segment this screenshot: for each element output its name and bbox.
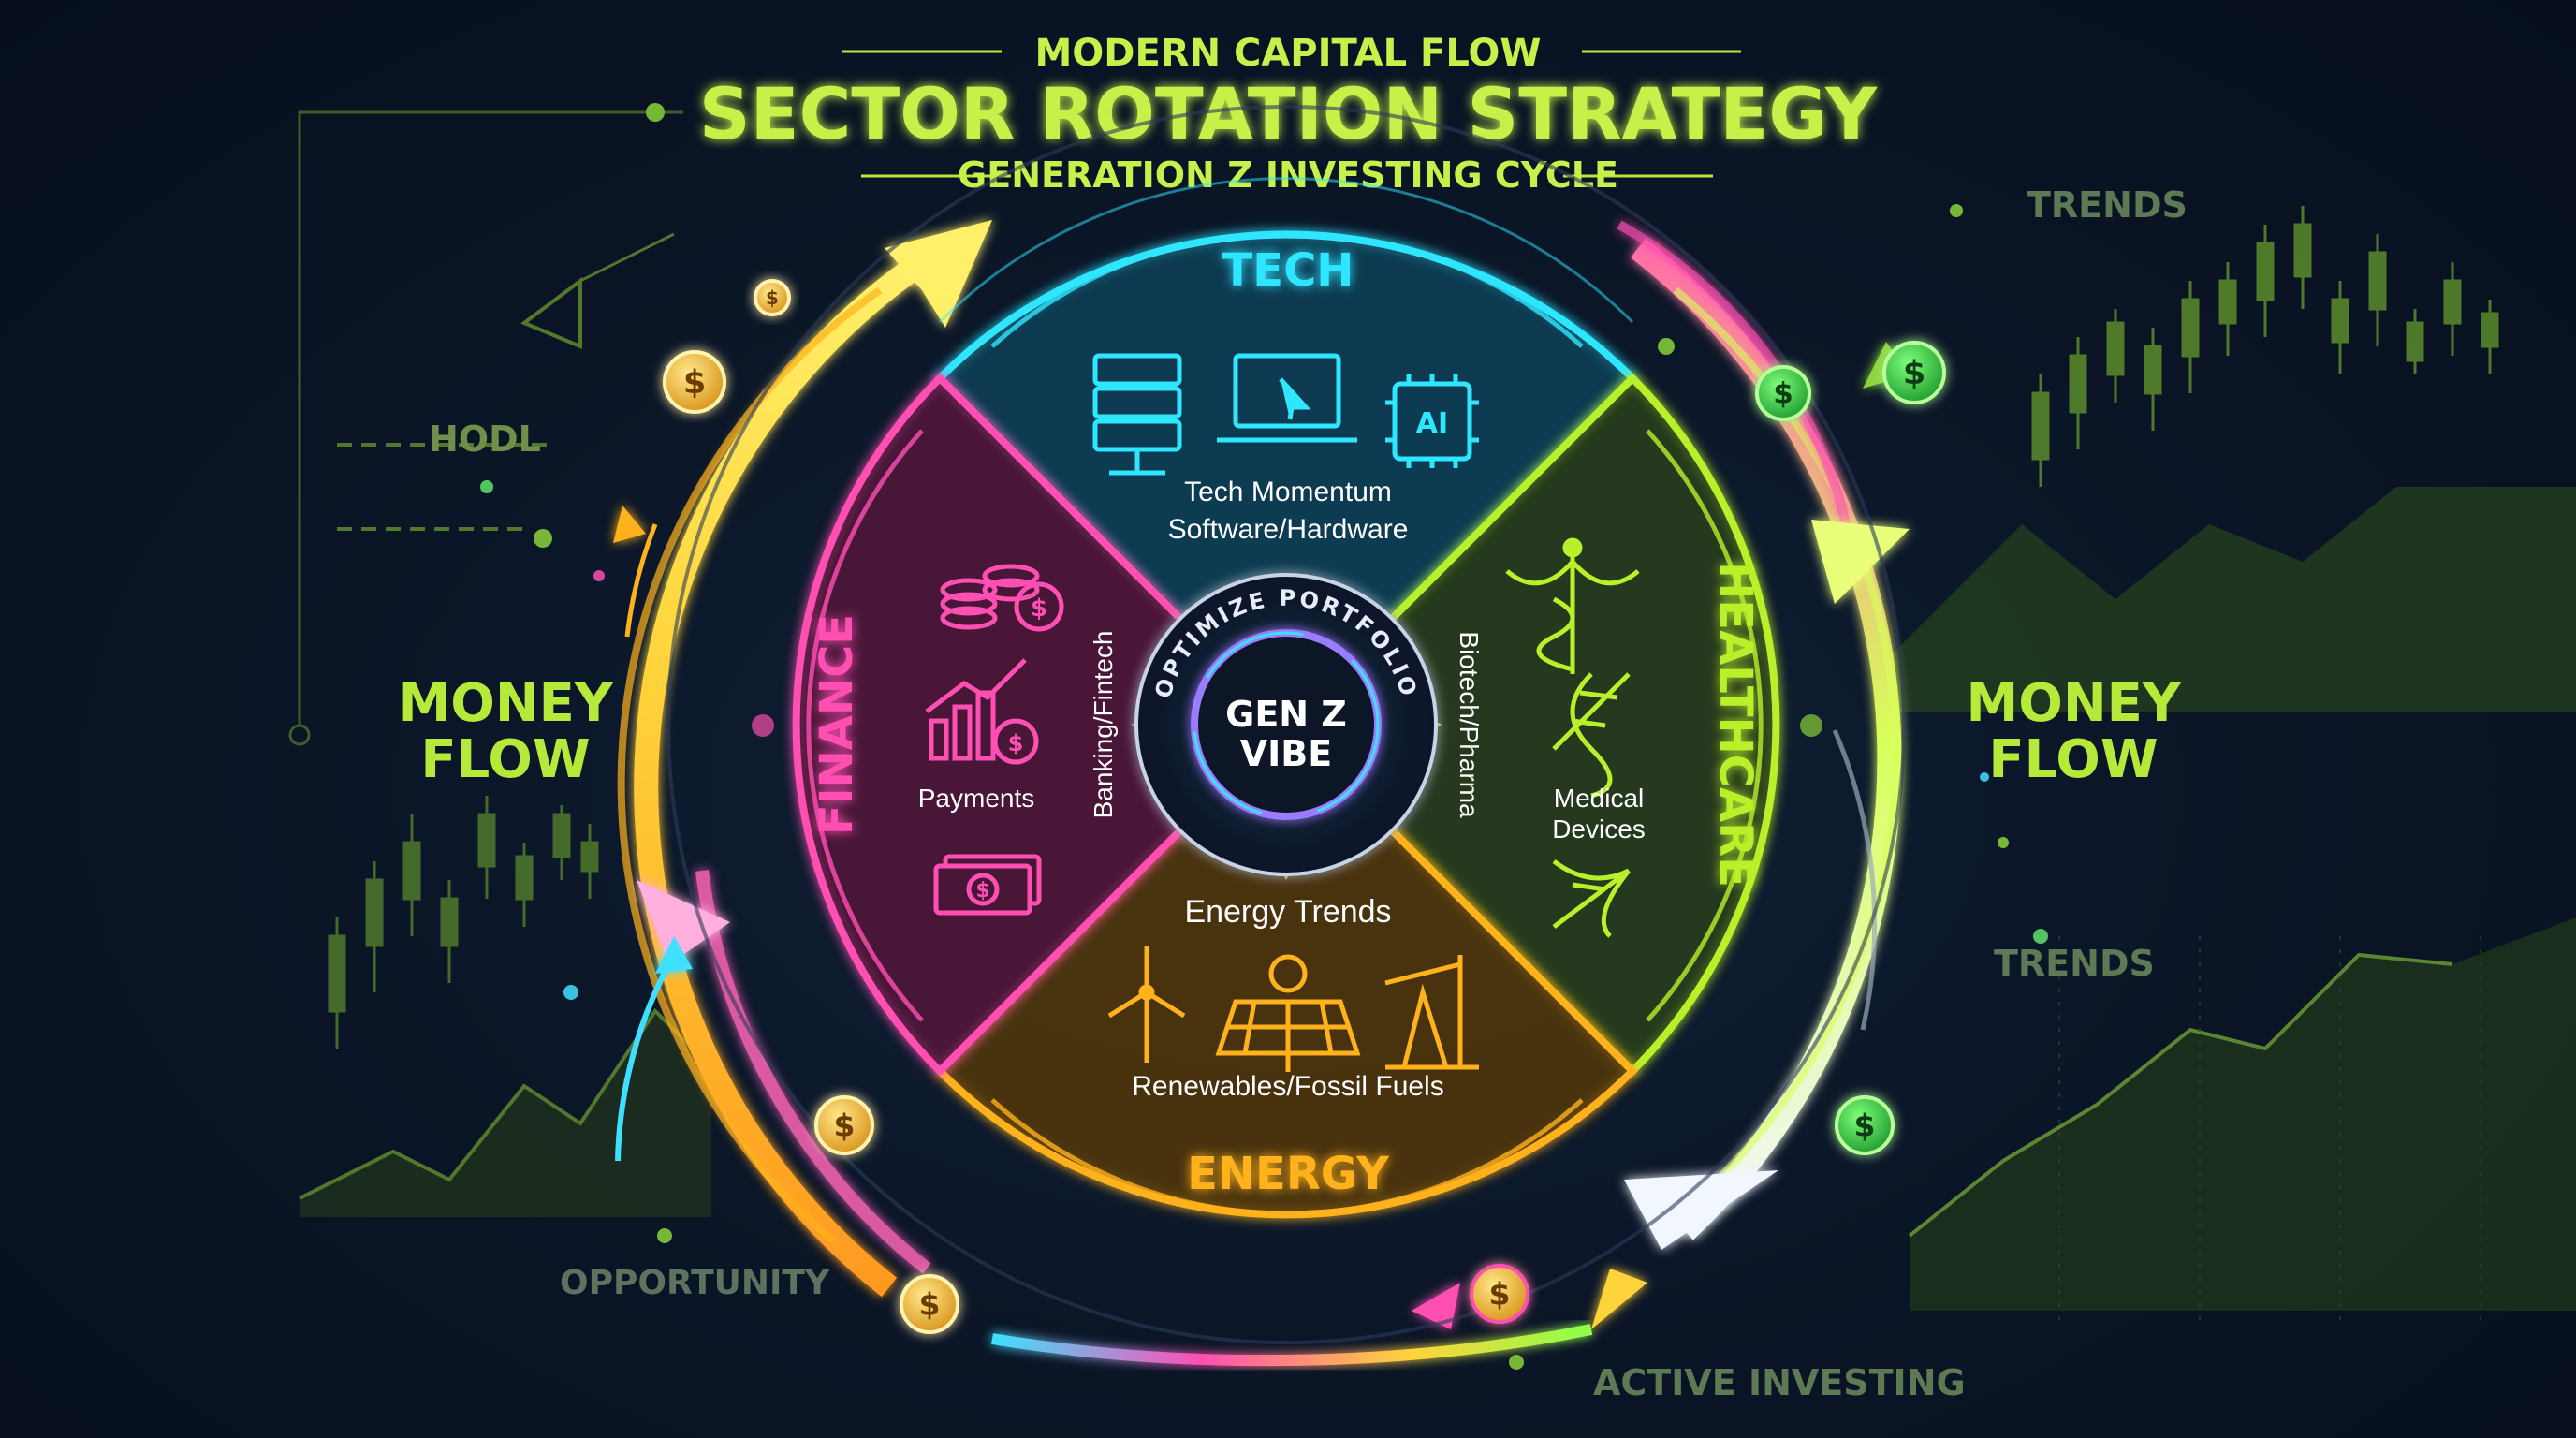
ai-chip-label: AI <box>1416 407 1448 440</box>
dollar-coin-icon <box>1882 341 1946 404</box>
healthcare-inner: Biotech/Pharma <box>1455 631 1484 818</box>
dollar-coin-icon <box>754 279 791 316</box>
dollar-coin-symbol: $ <box>1773 377 1793 411</box>
growth-chart-icon-symbol: $ <box>1008 730 1024 756</box>
healthcare-name: HEALTHCARE <box>1709 562 1762 888</box>
energy-desc-2: Renewables/Fossil Fuels <box>1132 1071 1443 1102</box>
laptop-icon <box>1217 353 1357 443</box>
server-icon <box>1092 353 1182 476</box>
energy-desc-1: Energy Trends <box>1184 894 1391 930</box>
healthcare-desc-2: Devices <box>1552 814 1646 844</box>
ai-chip-icon <box>1385 374 1479 468</box>
dna-icon <box>1552 672 1631 799</box>
energy-name: ENERGY <box>1187 1148 1390 1200</box>
trends-label-bottom: TRENDS <box>1994 943 2155 984</box>
center-hub: OPTIMIZE PORTFOLIO GEN Z VIBE <box>1134 573 1438 876</box>
wind-turbine-icon <box>1107 946 1186 1063</box>
finance-inner: Banking/Fintech <box>1089 631 1118 819</box>
finance-name: FINANCE <box>811 614 863 835</box>
energy-content: Energy Trends Renewables/Fossil Fuels <box>1107 894 1479 1200</box>
dollar-coin-icon <box>900 1274 959 1334</box>
dollar-coin-icon <box>663 350 726 414</box>
dollar-coin-symbol: $ <box>683 364 706 402</box>
money-flow-right-line2: FLOW <box>1988 729 2158 790</box>
sector-wheel: OPTIMIZE PORTFOLIO GEN Z VIBE TECH <box>666 105 1906 1344</box>
background-decor <box>288 103 2576 1370</box>
coin-icons: $ $ $ $ $ $ $ $ <box>663 279 1946 1334</box>
dollar-coin-icon <box>1755 365 1811 421</box>
tech-desc-2: Software/Hardware <box>1168 514 1409 545</box>
solar-panel-icon <box>1215 954 1361 1072</box>
dollar-coin-symbol: $ <box>766 286 779 309</box>
coins-icon <box>940 564 1064 632</box>
header: MODERN CAPITAL FLOW SECTOR ROTATION STRA… <box>699 32 1878 196</box>
healthcare-desc-1: Medical <box>1554 784 1644 813</box>
dollar-coin-symbol: $ <box>919 1285 941 1322</box>
dollar-coin-symbol: $ <box>834 1107 856 1143</box>
hodl-label: HODL <box>429 418 541 460</box>
tech-name: TECH <box>1222 244 1354 297</box>
money-flow-right-line1: MONEY <box>1966 673 2181 734</box>
oil-pump-icon <box>1384 955 1479 1070</box>
dollar-coin-symbol: $ <box>1854 1107 1876 1143</box>
dollar-coin-symbol: $ <box>1903 355 1925 392</box>
tech-content: TECH AI Tech Momentum S <box>1092 244 1479 545</box>
active-investing-label: ACTIVE INVESTING <box>1593 1362 1966 1403</box>
header-subtitle: GENERATION Z INVESTING CYCLE <box>958 154 1618 196</box>
growth-chart-icon <box>925 658 1039 765</box>
sparkle-dots <box>480 204 2048 1370</box>
money-flow-left-line1: MONEY <box>398 673 613 734</box>
candlestick-chart-left <box>328 796 599 1049</box>
dollar-coin-icon <box>814 1095 874 1155</box>
dollar-coin-symbol: $ <box>1489 1275 1511 1312</box>
trends-label-top: TRENDS <box>2027 184 2188 226</box>
caduceus-icon <box>1505 537 1640 674</box>
healthcare-content: HEALTHCARE Biotech/Pharma Medical Device… <box>1455 537 1762 938</box>
dollar-coin-icon <box>1835 1095 1895 1155</box>
money-flow-arrows <box>615 220 1902 1367</box>
finance-desc-1: Payments <box>918 784 1035 813</box>
coins-icon-symbol: $ <box>1031 594 1047 623</box>
tech-desc-1: Tech Momentum <box>1184 477 1392 507</box>
header-kicker: MODERN CAPITAL FLOW <box>1034 32 1541 75</box>
page-title: SECTOR ROTATION STRATEGY <box>699 72 1878 155</box>
opportunity-label: OPPORTUNITY <box>560 1264 830 1302</box>
center-line2: VIBE <box>1240 733 1332 774</box>
cash-icon <box>933 854 1042 916</box>
candlestick-chart-right <box>2031 206 2499 487</box>
cash-icon-symbol: $ <box>975 879 989 902</box>
center-line1: GEN Z <box>1225 694 1347 735</box>
finance-content: FINANCE Banking/Fintech $ $ Payments <box>811 564 1118 916</box>
side-labels: HODL MONEY FLOW MONEY FLOW TRENDS TRENDS… <box>398 184 2187 1403</box>
money-flow-left-line2: FLOW <box>420 729 590 790</box>
dna-icon <box>1552 858 1631 938</box>
dollar-coin-icon <box>1470 1264 1530 1324</box>
